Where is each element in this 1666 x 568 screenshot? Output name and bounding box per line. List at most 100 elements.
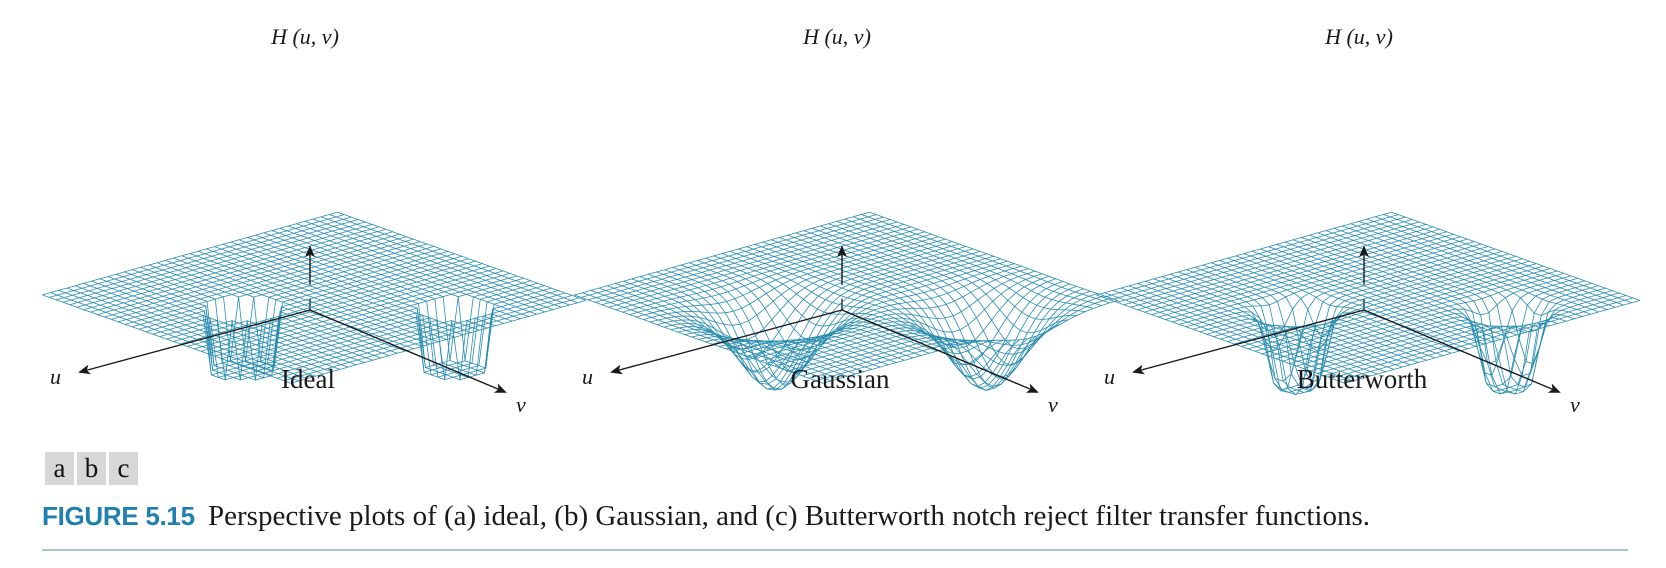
mesh-line bbox=[1289, 280, 1585, 388]
v-axis-label: v bbox=[1570, 392, 1580, 417]
panel-letter-b: b bbox=[77, 452, 106, 485]
mesh-line bbox=[1254, 268, 1551, 352]
mesh-line bbox=[104, 233, 400, 318]
panel-letters: a b c bbox=[45, 452, 138, 485]
mesh-line bbox=[90, 228, 386, 313]
mesh-line bbox=[159, 253, 455, 381]
mesh-line bbox=[235, 280, 531, 373]
v-axis-label: v bbox=[1048, 392, 1058, 417]
mesh-line bbox=[581, 214, 877, 298]
mesh-line bbox=[1268, 273, 1565, 357]
mesh-line bbox=[788, 288, 1084, 387]
mesh-line bbox=[657, 241, 953, 341]
v-axis-label: v bbox=[516, 392, 526, 417]
ideal-notch-surface bbox=[42, 211, 587, 384]
mesh-line bbox=[615, 226, 912, 311]
mesh-line bbox=[719, 263, 1015, 351]
mesh-line bbox=[606, 285, 856, 375]
mesh-line bbox=[698, 255, 994, 383]
gaussian-notch-surface bbox=[574, 211, 1119, 391]
figure-caption: FIGURE 5.15 Perspective plots of (a) ide… bbox=[42, 500, 1642, 533]
mesh-line bbox=[1220, 255, 1516, 392]
mesh-line bbox=[1116, 219, 1413, 303]
mesh-line bbox=[1296, 282, 1592, 392]
mesh-line bbox=[1275, 275, 1572, 360]
mesh-line bbox=[62, 219, 359, 303]
panel-title-gaussian: Gaussian bbox=[791, 364, 890, 394]
mesh-line bbox=[1234, 260, 1530, 345]
u-axis-label: u bbox=[50, 364, 61, 389]
v-axis-line bbox=[1363, 309, 1561, 393]
mesh-line bbox=[242, 282, 538, 376]
mesh-line bbox=[1109, 216, 1406, 301]
mesh-line bbox=[1282, 277, 1578, 364]
mesh-line bbox=[815, 297, 1112, 382]
mesh-line bbox=[145, 248, 442, 376]
mesh-line bbox=[1192, 246, 1489, 382]
mesh-line bbox=[1123, 221, 1420, 306]
mesh-line bbox=[622, 228, 918, 313]
mesh-line bbox=[705, 258, 1001, 372]
mesh-line bbox=[55, 216, 352, 301]
h-axis-label: H (u, v) bbox=[1324, 24, 1393, 49]
mesh-line bbox=[594, 219, 891, 303]
mesh-line bbox=[808, 295, 1105, 379]
axes-front-lines bbox=[1132, 245, 1561, 393]
mesh-line bbox=[1330, 295, 1627, 379]
caption-text: Perspective plots of (a) ideal, (b) Gaus… bbox=[208, 500, 1371, 532]
mesh-line bbox=[1096, 211, 1392, 296]
mesh-line bbox=[118, 238, 414, 323]
mesh-line bbox=[1247, 265, 1544, 350]
axes-front-lines bbox=[610, 245, 1039, 393]
mesh-line bbox=[1344, 300, 1641, 384]
mesh-line bbox=[214, 273, 511, 357]
mesh-line bbox=[152, 251, 449, 378]
mesh-line bbox=[601, 221, 898, 306]
mesh-line bbox=[97, 231, 393, 315]
mesh-line bbox=[1316, 290, 1613, 377]
mesh-line bbox=[650, 238, 946, 326]
mesh-line bbox=[83, 226, 380, 311]
mesh-line bbox=[1213, 253, 1509, 395]
mesh-line bbox=[1158, 233, 1454, 318]
mesh-line bbox=[1261, 270, 1558, 355]
mesh-line bbox=[774, 283, 1070, 389]
panel-a-ideal: H (u, v) u v Ideal bbox=[42, 24, 587, 417]
mesh-line bbox=[1337, 297, 1634, 382]
mesh-line bbox=[629, 231, 925, 315]
mesh-line bbox=[200, 268, 497, 352]
mesh-line bbox=[1303, 285, 1599, 395]
mesh-line bbox=[574, 211, 870, 296]
v-axis-line bbox=[841, 309, 1039, 393]
mesh-line bbox=[256, 287, 552, 381]
mesh-line bbox=[283, 297, 580, 382]
mesh-line bbox=[684, 251, 981, 391]
mesh-line bbox=[166, 255, 462, 381]
mesh-line bbox=[801, 293, 1098, 377]
mesh-line bbox=[1172, 238, 1468, 323]
mesh-line bbox=[828, 223, 1077, 320]
mesh-line bbox=[1103, 214, 1399, 298]
mesh-line bbox=[1137, 226, 1434, 311]
mesh-line bbox=[193, 265, 490, 350]
mesh-line bbox=[636, 233, 932, 318]
u-axis-label: u bbox=[1104, 364, 1115, 389]
mesh-line bbox=[221, 275, 518, 360]
panel-letter-c: c bbox=[109, 452, 138, 485]
mesh-line bbox=[767, 281, 1063, 380]
mesh-line bbox=[1323, 292, 1620, 377]
figure-5-15: H (u, v) u v Ideal H (u, v) u v Gaussian… bbox=[42, 24, 1641, 417]
mesh-line bbox=[663, 243, 960, 357]
mesh-line bbox=[587, 216, 884, 301]
mesh-line bbox=[249, 285, 545, 378]
panel-b-gaussian: H (u, v) u v Gaussian bbox=[574, 24, 1119, 417]
mesh-line bbox=[608, 224, 905, 308]
panel-title-ideal: Ideal bbox=[281, 364, 335, 394]
mesh-line bbox=[1206, 251, 1503, 393]
mesh-line bbox=[1310, 287, 1606, 395]
mesh-line bbox=[124, 241, 421, 325]
mesh-line bbox=[276, 295, 573, 379]
mesh-line bbox=[269, 292, 566, 377]
mesh-line bbox=[732, 268, 1029, 352]
mesh-line bbox=[290, 300, 587, 384]
